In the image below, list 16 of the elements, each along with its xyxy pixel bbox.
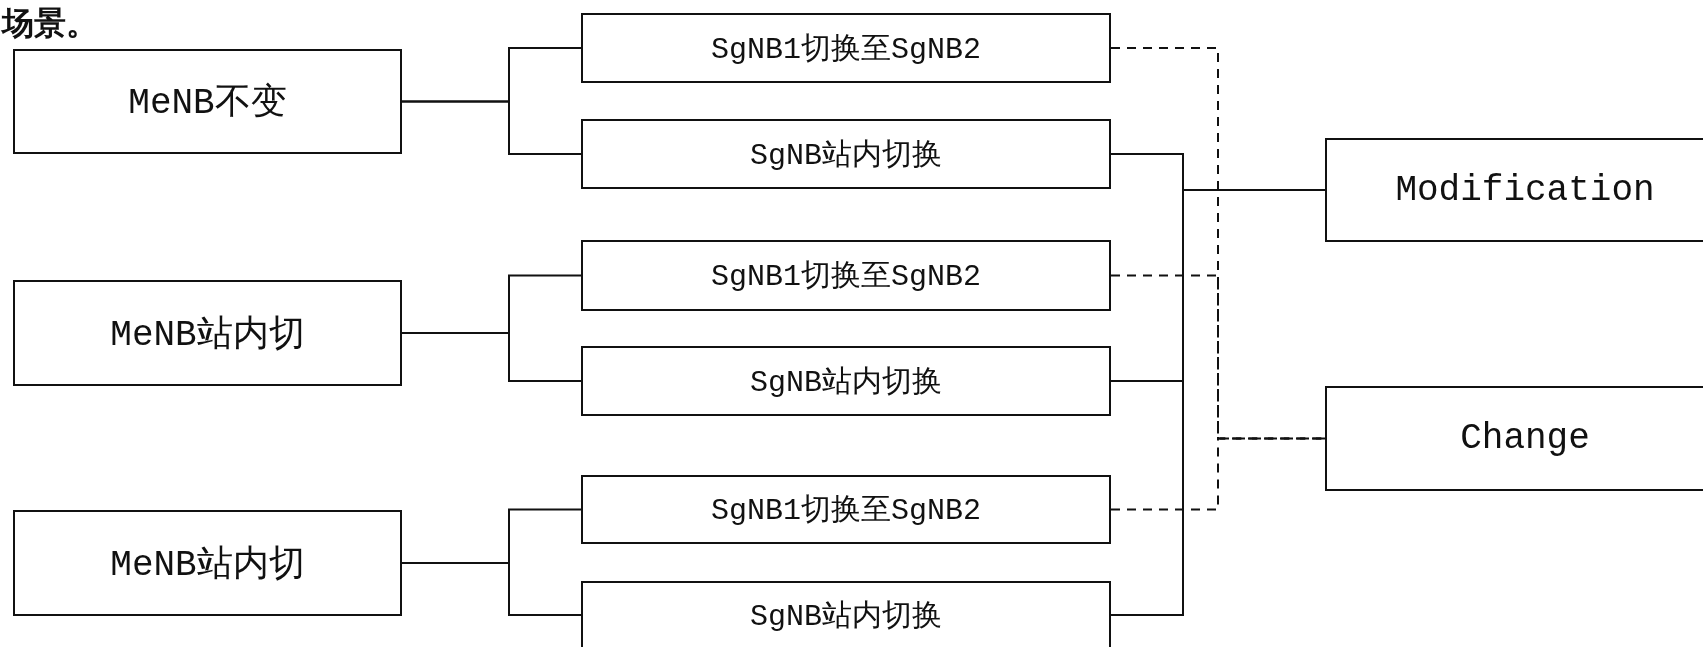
- process-box: SgNB站内切换: [581, 346, 1111, 416]
- process-box: MeNB不变: [13, 49, 402, 154]
- connector-line: [401, 562, 582, 616]
- connector-line: [401, 100, 582, 155]
- process-box: SgNB站内切换: [581, 581, 1111, 647]
- process-box: SgNB1切换至SgNB2: [581, 13, 1111, 83]
- connector-line: [401, 332, 582, 382]
- process-box: SgNB站内切换: [581, 119, 1111, 189]
- connector-line: [1110, 274, 1326, 440]
- caption-text: 场景。: [2, 3, 98, 44]
- process-box: MeNB站内切: [13, 280, 402, 386]
- process-box: MeNB站内切: [13, 510, 402, 616]
- process-box: SgNB1切换至SgNB2: [581, 240, 1111, 311]
- result-box: Change: [1325, 386, 1703, 491]
- process-box: SgNB1切换至SgNB2: [581, 475, 1111, 544]
- result-box: Modification: [1325, 138, 1703, 242]
